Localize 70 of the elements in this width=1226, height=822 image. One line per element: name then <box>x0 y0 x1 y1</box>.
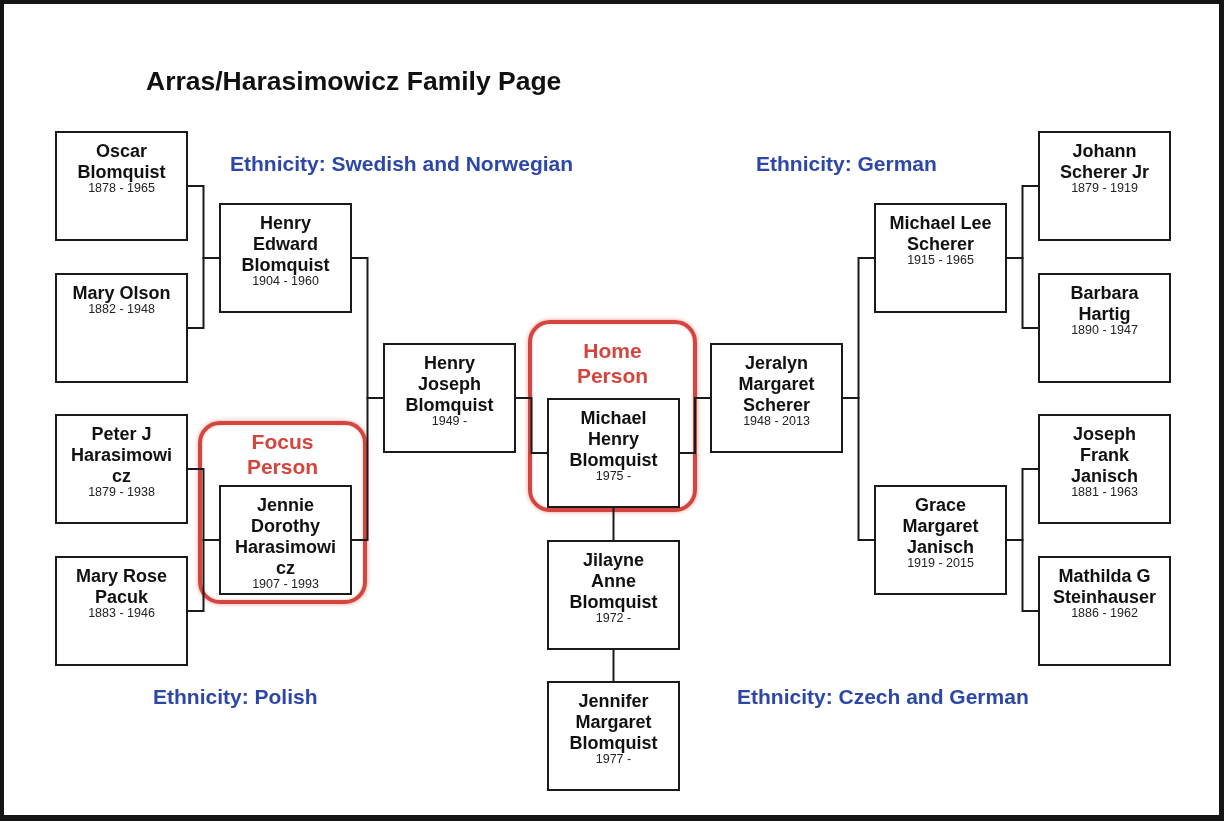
person-box <box>55 273 188 383</box>
ethnicity-label: Ethnicity: German <box>756 151 937 177</box>
person-box <box>1038 273 1171 383</box>
life-dates: 1878 - 1965 <box>88 182 155 195</box>
person-name: Joseph Frank Janisch <box>1069 424 1139 487</box>
person-name: Henry Edward Blomquist <box>240 213 331 276</box>
tree-connector <box>515 397 548 454</box>
person-box <box>874 203 1007 313</box>
life-dates: 1975 - <box>595 470 632 483</box>
person-name: Barbara Hartig <box>1069 283 1140 325</box>
life-dates: 1881 - 1963 <box>1071 486 1138 499</box>
highlight-label: Focus Person <box>245 429 320 479</box>
tree-connector <box>842 397 875 541</box>
life-dates: 1949 - <box>431 415 468 428</box>
person-name: Mary Olson <box>71 283 172 304</box>
person-box <box>55 131 188 241</box>
life-dates: 1977 - <box>595 753 632 766</box>
person-name: Henry Joseph Blomquist <box>404 353 495 416</box>
person-name: Grace Margaret Janisch <box>901 495 980 558</box>
life-dates: 1879 - 1919 <box>1071 182 1138 195</box>
ethnicity-label: Ethnicity: Swedish and Norwegian <box>230 151 574 177</box>
life-dates: 1879 - 1938 <box>88 486 155 499</box>
person-name: Mathilda G Steinhauser <box>1051 566 1157 608</box>
life-dates: 1883 - 1946 <box>88 607 155 620</box>
person-box <box>547 398 680 508</box>
highlight-frame <box>198 421 367 604</box>
person-name: Jennifer Margaret Blomquist <box>568 691 659 754</box>
person-box <box>874 485 1007 595</box>
person-box <box>547 681 680 791</box>
highlight-frame <box>528 320 697 512</box>
life-dates: 1919 - 2015 <box>907 557 974 570</box>
tree-connector <box>1006 257 1039 329</box>
life-dates: 1915 - 1965 <box>907 254 974 267</box>
life-dates: 1907 - 1993 <box>252 578 319 591</box>
person-box <box>55 414 188 524</box>
highlight-label: Home Person <box>575 338 650 388</box>
tree-connector <box>679 397 711 454</box>
tree-connector <box>187 539 220 612</box>
person-box <box>547 540 680 650</box>
person-name: Peter J Harasimowi cz <box>69 424 173 487</box>
person-box <box>1038 131 1171 241</box>
tree-connector <box>612 507 615 541</box>
person-name: Johann Scherer Jr <box>1058 141 1151 183</box>
person-name: Oscar Blomquist <box>76 141 167 183</box>
person-box <box>1038 414 1171 524</box>
life-dates: 1972 - <box>595 612 632 625</box>
life-dates: 1886 - 1962 <box>1071 607 1138 620</box>
person-box <box>383 343 516 453</box>
life-dates: 1890 - 1947 <box>1071 324 1138 337</box>
person-name: Mary Rose Pacuk <box>74 566 168 608</box>
ethnicity-label: Ethnicity: Czech and German <box>737 684 1029 710</box>
life-dates: 1882 - 1948 <box>88 303 155 316</box>
person-box <box>1038 556 1171 666</box>
person-name: Michael Lee Scherer <box>888 213 993 255</box>
tree-connector <box>612 649 615 682</box>
person-box <box>219 203 352 313</box>
tree-connector <box>351 397 384 541</box>
life-dates: 1904 - 1960 <box>252 275 319 288</box>
person-name: Jeralyn Margaret Scherer <box>737 353 816 416</box>
person-name: Michael Henry Blomquist <box>568 408 659 471</box>
tree-connector <box>1006 539 1039 612</box>
person-box <box>55 556 188 666</box>
ethnicity-label: Ethnicity: Polish <box>153 684 318 710</box>
tree-connector <box>187 257 220 329</box>
person-name: Jennie Dorothy Harasimowi cz <box>233 495 337 579</box>
person-name: Jilayne Anne Blomquist <box>568 550 659 613</box>
person-box <box>710 343 843 453</box>
life-dates: 1948 - 2013 <box>743 415 810 428</box>
page-title: Arras/Harasimowicz Family Page <box>146 65 562 97</box>
person-box <box>219 485 352 595</box>
